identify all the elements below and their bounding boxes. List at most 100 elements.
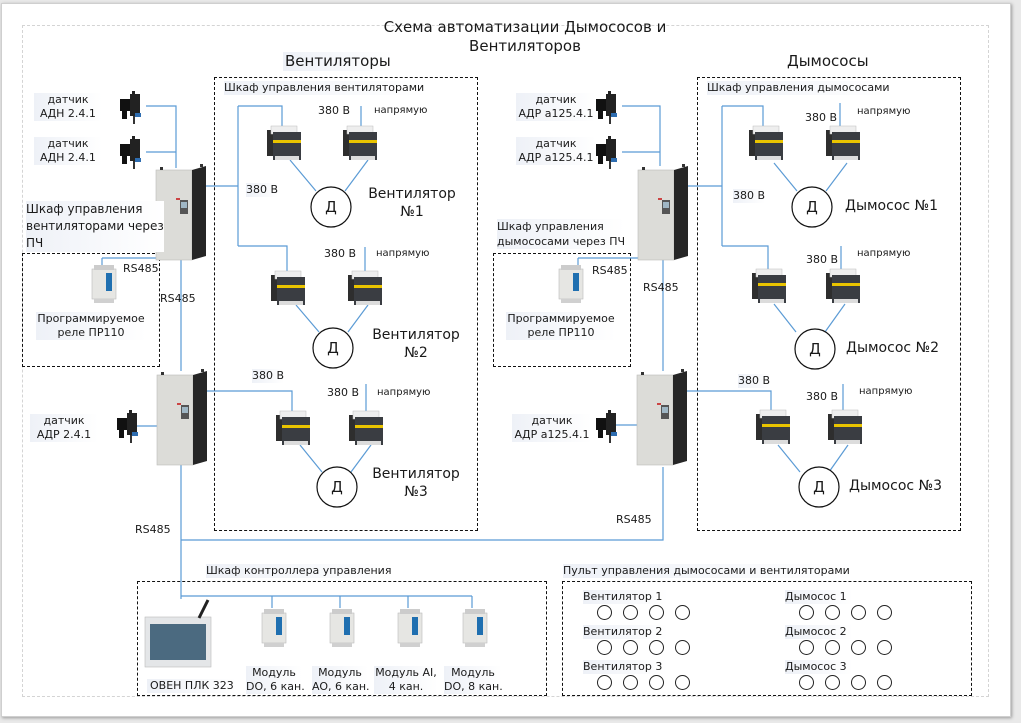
direct-label: напрямую bbox=[374, 105, 428, 116]
rs485-label: RS485 bbox=[643, 281, 679, 294]
panel-group-label: Вентилятор 3 bbox=[583, 660, 669, 674]
smoke-cabinet-box bbox=[697, 77, 961, 531]
direct-label: напрямую bbox=[859, 386, 913, 397]
smoke-2-name: Дымосос №2 bbox=[846, 340, 939, 356]
panel-button[interactable] bbox=[799, 605, 814, 620]
voltage-label: 380 В bbox=[324, 247, 357, 260]
motor-symbol bbox=[312, 327, 354, 369]
panel-button[interactable] bbox=[851, 675, 866, 690]
panel-button[interactable] bbox=[623, 640, 638, 655]
panel-button[interactable] bbox=[825, 640, 840, 655]
contactor-icon bbox=[748, 125, 784, 161]
voltage-label: 380 В bbox=[806, 390, 839, 403]
motor-symbol bbox=[316, 466, 358, 508]
panel-button[interactable] bbox=[649, 675, 664, 690]
motor-label: Д bbox=[325, 198, 337, 216]
panel-button[interactable] bbox=[877, 675, 892, 690]
sensor-icon bbox=[596, 410, 617, 443]
panel-button[interactable] bbox=[825, 605, 840, 620]
panel-group-label: Дымосос 1 bbox=[785, 590, 853, 604]
panel-button[interactable] bbox=[825, 675, 840, 690]
contactor-icon bbox=[825, 268, 861, 304]
plc-icon bbox=[144, 599, 212, 668]
panel-button[interactable] bbox=[597, 605, 612, 620]
control-panel-label: Пульт управления дымососами и вентилятор… bbox=[563, 564, 854, 578]
panel-group-label: Вентилятор 2 bbox=[583, 625, 669, 639]
direct-label: напрямую bbox=[857, 248, 911, 259]
panel-button[interactable] bbox=[799, 675, 814, 690]
direct-label: напрямую bbox=[857, 106, 911, 117]
controller-cabinet-label: Шкаф контроллера управления bbox=[206, 564, 396, 578]
motor-label: Д bbox=[813, 478, 825, 496]
section-fans-heading: Вентиляторы bbox=[283, 52, 393, 71]
relay-icon bbox=[91, 264, 117, 304]
voltage-label: 380 В bbox=[318, 104, 351, 117]
panel-button[interactable] bbox=[597, 675, 612, 690]
diagram-title: Схема автоматизации Дымососов и Вентилят… bbox=[330, 18, 720, 56]
controller-cabinet-box bbox=[137, 581, 547, 696]
panel-button[interactable] bbox=[623, 675, 638, 690]
smoke-3-name: Дымосос №3 bbox=[849, 478, 942, 494]
motor-symbol bbox=[310, 186, 352, 228]
panel-group-label: Дымосос 3 bbox=[785, 660, 853, 674]
sensor-icon bbox=[596, 91, 617, 124]
plc-label: ОВЕН ПЛК 323 bbox=[147, 679, 237, 693]
rs485-label: RS485 bbox=[123, 262, 159, 275]
voltage-label: 380 В bbox=[806, 253, 839, 266]
contactor-icon bbox=[827, 409, 863, 445]
panel-button[interactable] bbox=[877, 640, 892, 655]
panel-button[interactable] bbox=[623, 605, 638, 620]
contactor-icon bbox=[348, 410, 384, 446]
sensor-icon bbox=[120, 91, 141, 124]
section-smoke-heading: Дымососы bbox=[787, 52, 869, 70]
vfd-icon bbox=[156, 368, 208, 466]
panel-button[interactable] bbox=[597, 640, 612, 655]
panel-button[interactable] bbox=[675, 640, 690, 655]
panel-group-label: Вентилятор 1 bbox=[583, 590, 669, 604]
panel-button[interactable] bbox=[649, 605, 664, 620]
panel-button[interactable] bbox=[799, 640, 814, 655]
sensor-icon bbox=[117, 410, 138, 443]
panel-button[interactable] bbox=[877, 605, 892, 620]
voltage-label: 380 В bbox=[733, 189, 766, 203]
panel-button[interactable] bbox=[675, 605, 690, 620]
relay-icon bbox=[558, 264, 584, 304]
panel-button[interactable] bbox=[851, 640, 866, 655]
contactor-icon bbox=[751, 268, 787, 304]
panel-button[interactable] bbox=[675, 675, 690, 690]
contactor-icon bbox=[755, 409, 791, 445]
contactor-icon bbox=[342, 125, 378, 161]
vfd-icon bbox=[636, 368, 688, 466]
motor-label: Д bbox=[327, 339, 339, 357]
motor-label: Д bbox=[809, 340, 821, 358]
panel-button[interactable] bbox=[851, 605, 866, 620]
contactor-icon bbox=[275, 410, 311, 446]
voltage-label: 380 В bbox=[327, 386, 360, 399]
motor-symbol bbox=[794, 328, 836, 370]
motor-label: Д bbox=[331, 478, 343, 496]
rs485-label: RS485 bbox=[616, 513, 652, 526]
control-panel-box bbox=[562, 581, 972, 696]
voltage-label: 380 В bbox=[252, 369, 285, 383]
smoke-relay-box bbox=[493, 253, 631, 367]
io-module-icon bbox=[329, 608, 355, 648]
panel-button[interactable] bbox=[649, 640, 664, 655]
io-module-icon bbox=[261, 608, 287, 648]
fans-cabinet-label: Шкаф управления вентиляторами bbox=[224, 81, 429, 95]
smoke-cabinet-label: Шкаф управления дымососами bbox=[707, 81, 894, 95]
contactor-icon bbox=[825, 125, 861, 161]
title-line-2: Вентиляторов bbox=[469, 36, 581, 55]
module-label: Модуль AI,4 кан. bbox=[374, 666, 438, 694]
